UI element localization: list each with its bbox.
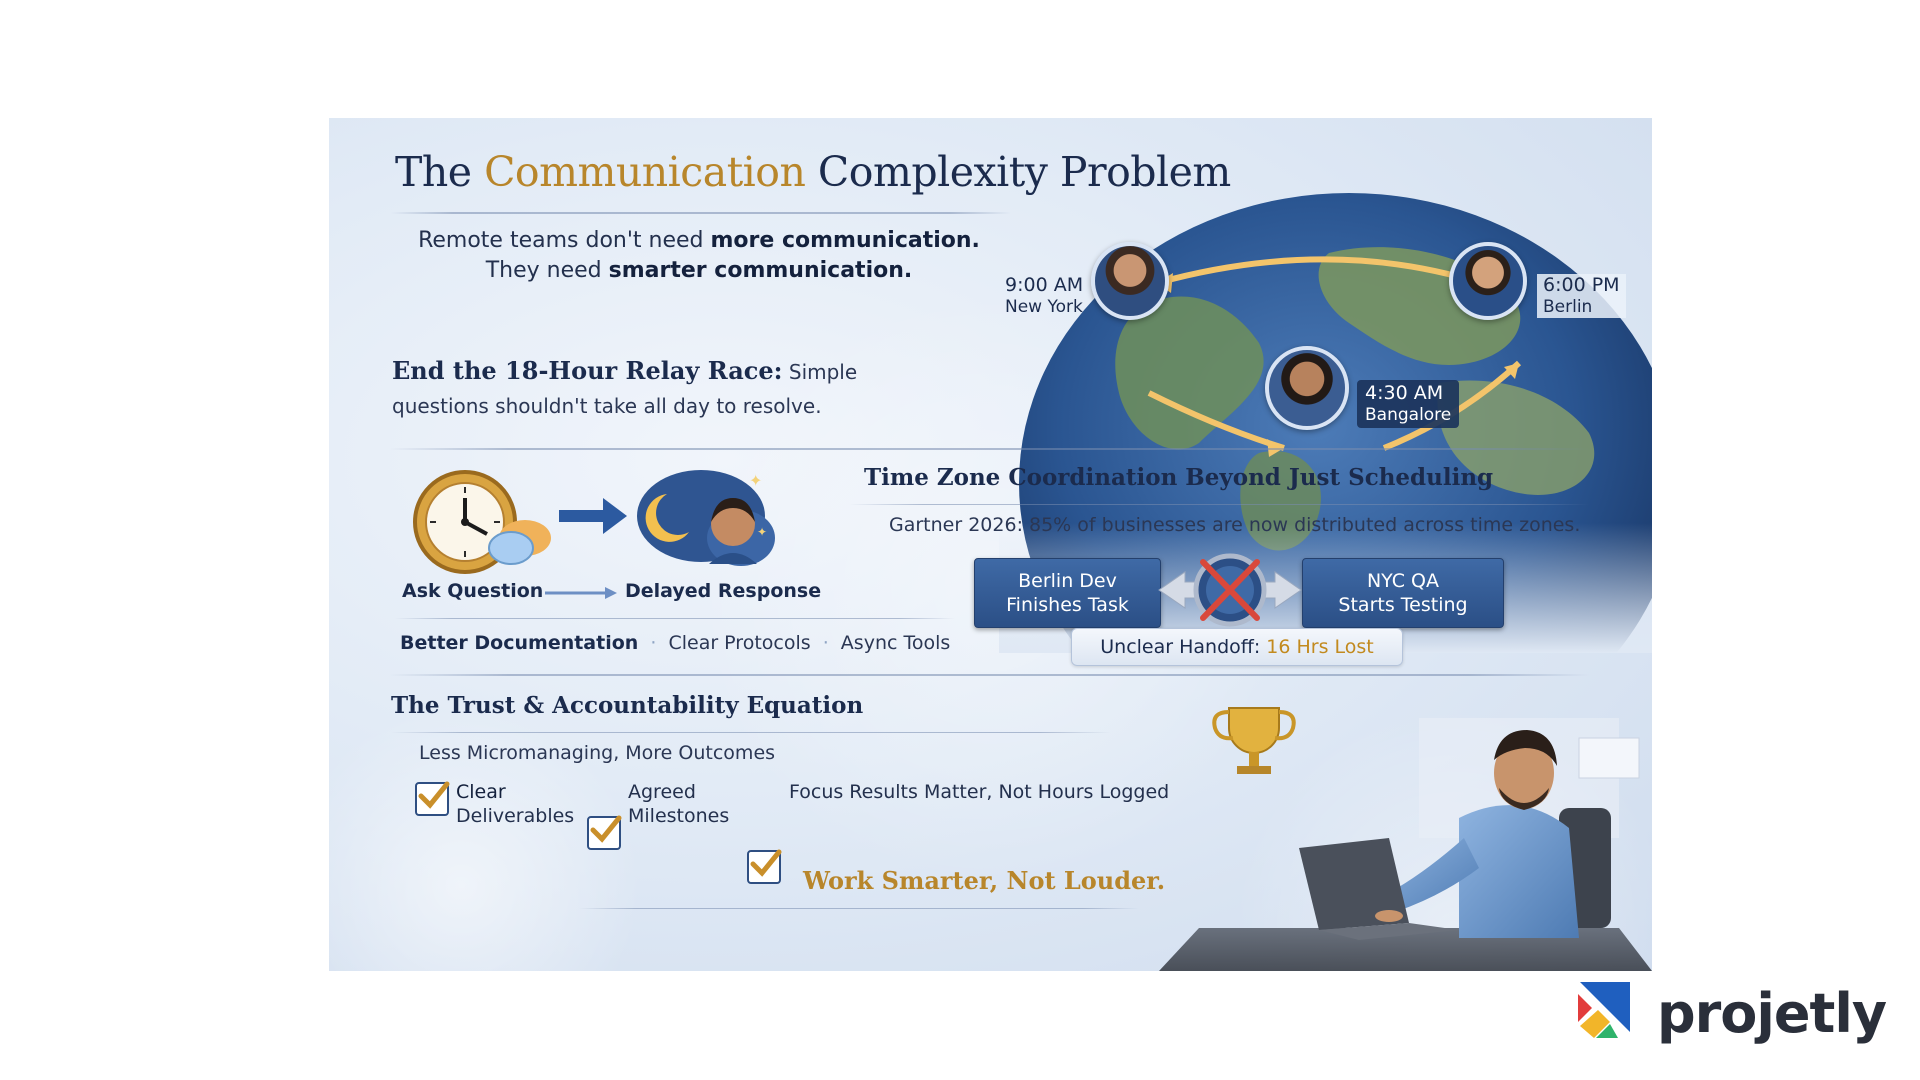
worker-illustration xyxy=(1159,678,1652,971)
gartner-stat: Gartner 2026: 85% of businesses are now … xyxy=(889,514,1581,536)
checkbox-agreed-milestones xyxy=(587,815,622,850)
arrow-right-icon xyxy=(559,498,627,534)
timezone-bangalore: 4:30 AM Bangalore xyxy=(1357,380,1460,428)
infographic-card: The Communication Complexity Problem Rem… xyxy=(329,118,1652,971)
trust-subtitle: Less Micromanaging, More Outcomes xyxy=(419,742,776,764)
checkmark-icon xyxy=(590,815,622,843)
bangalore-avatar xyxy=(1265,346,1349,430)
checkmark-icon xyxy=(750,849,782,877)
trust-divider xyxy=(391,732,1111,733)
new-york-avatar xyxy=(1091,242,1169,320)
timezone-new-york: 9:00 AM New York xyxy=(1005,274,1084,317)
berlin-avatar xyxy=(1449,242,1527,320)
check-label-1: Clear Deliverables xyxy=(456,781,575,827)
page-title: The Communication Complexity Problem xyxy=(395,148,1231,196)
projetly-wordmark: projetly xyxy=(1657,982,1887,1045)
footer-tagline: Work Smarter, Not Louder. xyxy=(803,866,1166,895)
trophy-icon xyxy=(1212,707,1296,774)
clock-icon xyxy=(407,468,557,578)
checkmark-icon xyxy=(418,781,450,809)
delayed-response-label: Delayed Response xyxy=(625,580,822,602)
tagline: Remote teams don't need more communicati… xyxy=(418,228,980,283)
tools-divider xyxy=(395,618,955,619)
checkbox-clear-deliverables xyxy=(415,781,450,816)
section-divider-1 xyxy=(389,448,1589,450)
unclear-handoff-badge: Unclear Handoff:16 Hrs Lost xyxy=(1071,628,1403,666)
tools-list: Better Documentation · Clear Protocols ·… xyxy=(400,632,951,654)
section-divider-2 xyxy=(389,674,1589,676)
ask-question-label: Ask Question xyxy=(402,580,544,602)
svg-text:✦: ✦ xyxy=(757,525,767,539)
arrow-thin-icon xyxy=(545,587,617,599)
broken-handoff-icon xyxy=(1155,550,1305,630)
check-label-3: Focus Results Matter, Not Hours Logged xyxy=(789,781,1170,803)
coordination-heading: Time Zone Coordination Beyond Just Sched… xyxy=(864,464,1494,491)
trust-heading: The Trust & Accountability Equation xyxy=(391,692,864,719)
footer-divider xyxy=(579,908,1139,909)
check-label-2: Agreed Milestones xyxy=(628,781,730,827)
checkbox-focus-results xyxy=(747,849,782,884)
svg-text:✦: ✦ xyxy=(749,471,762,490)
title-divider xyxy=(391,212,1011,214)
relay-race-text: End the 18-Hour Relay Race: Simple quest… xyxy=(392,356,858,418)
timezone-berlin: 6:00 PM Berlin xyxy=(1537,274,1626,318)
coordination-divider xyxy=(849,504,1589,505)
projetly-logo-icon xyxy=(1578,982,1630,1038)
night-response-icon: ✦ ✦ xyxy=(629,464,779,574)
